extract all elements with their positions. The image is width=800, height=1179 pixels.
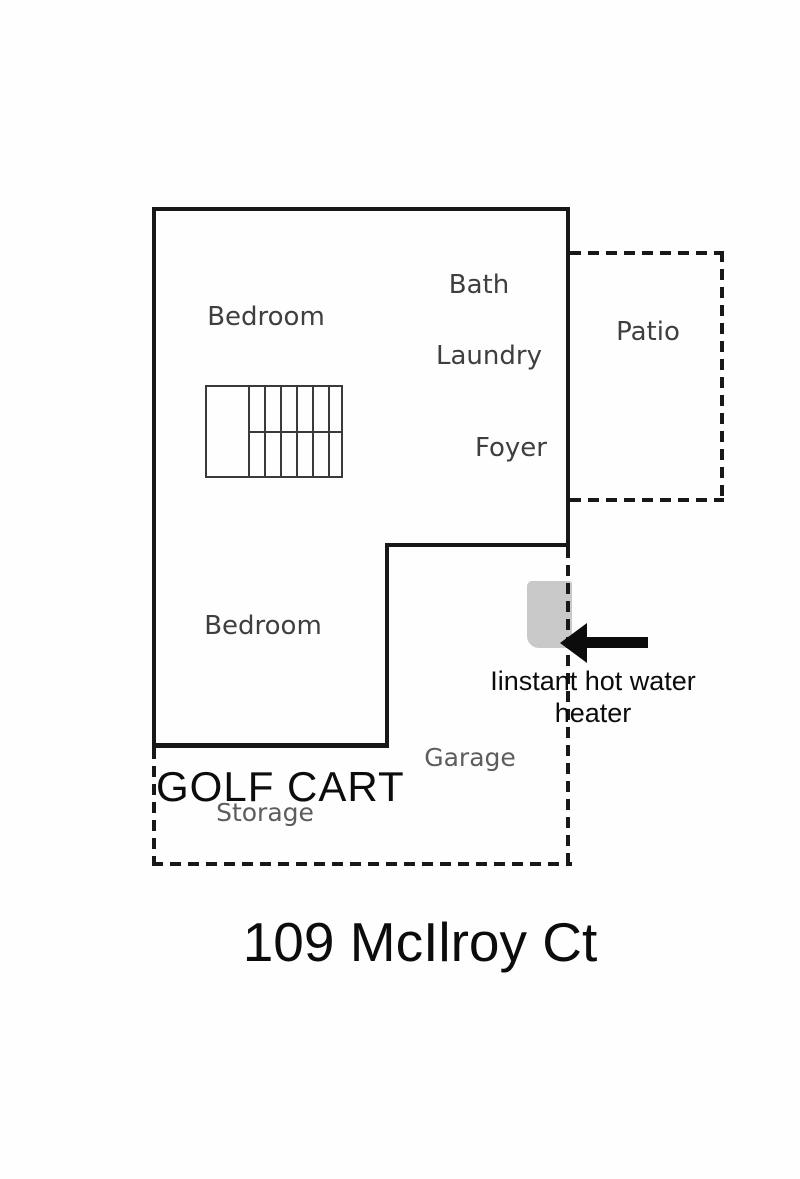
room-label-patio: Patio (616, 317, 680, 347)
wall-garage-left (385, 543, 389, 747)
garage-outline-right (566, 547, 570, 866)
room-label-laundry: Laundry (436, 341, 542, 371)
patio-outline-bottom (570, 498, 724, 502)
stair-mid-rail (248, 431, 341, 433)
arrow-icon (584, 637, 648, 648)
page-title: 109 McIlroy Ct (242, 911, 598, 973)
water-heater-annotation-line2: heater (554, 698, 632, 729)
garage-outline-bottom (152, 862, 572, 866)
wall-right-upper (566, 207, 570, 547)
wall-top (152, 207, 570, 211)
wall-bedroom-bottom (152, 743, 389, 748)
water-heater-annotation-line1: Iinstant hot water (490, 666, 696, 696)
room-label-bedroom-lower: Bedroom (204, 611, 322, 641)
wall-garage-top (385, 543, 570, 547)
room-label-foyer: Foyer (474, 433, 547, 463)
room-label-bedroom-upper: Bedroom (207, 302, 325, 332)
room-label-garage: Garage (424, 743, 516, 772)
wall-left (152, 207, 156, 747)
arrow-head-icon (560, 623, 587, 663)
room-label-bath: Bath (448, 270, 510, 300)
water-heater-annotation: Iinstant hot water heater (462, 665, 724, 730)
patio-outline-right (720, 251, 724, 502)
storage-outline-left (152, 748, 156, 866)
room-label-storage: Storage (216, 798, 314, 827)
golf-cart-annotation: GOLF CART (156, 763, 405, 810)
staircase (205, 385, 343, 478)
patio-outline-top (570, 251, 724, 255)
